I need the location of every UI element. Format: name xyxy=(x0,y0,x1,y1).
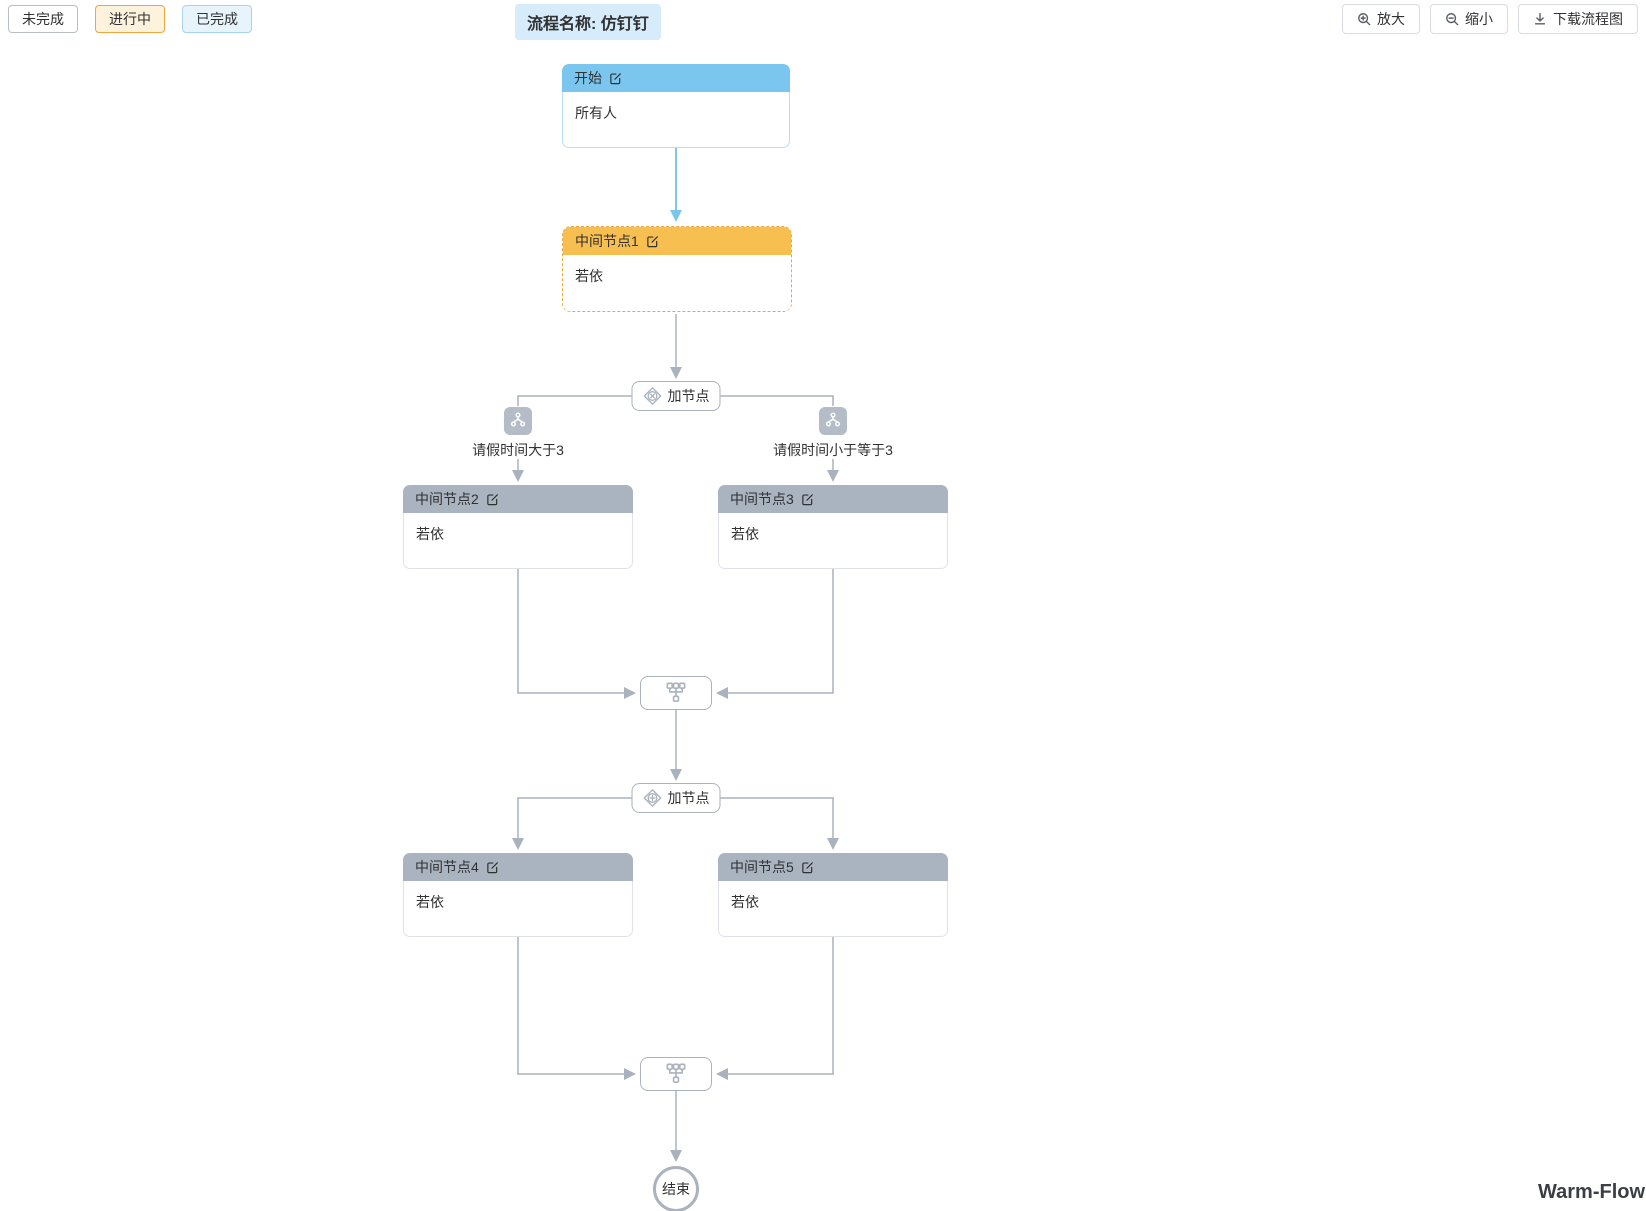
mid-node-3[interactable]: 中间节点3 若依 xyxy=(718,485,948,569)
edit-icon[interactable] xyxy=(801,861,814,874)
mid-node-1-assignee: 若依 xyxy=(563,255,791,311)
mid-node-4-assignee: 若依 xyxy=(403,881,633,937)
mid-node-4-title: 中间节点4 xyxy=(415,859,479,875)
mid-node-5-title: 中间节点5 xyxy=(730,859,794,875)
condition-branch-right-label: 请假时间小于等于3 xyxy=(773,442,893,458)
zoom-in-button[interactable]: 放大 xyxy=(1342,4,1420,34)
legend-in-progress-button[interactable]: 进行中 xyxy=(95,5,165,33)
mid-node-5-header: 中间节点5 xyxy=(718,853,948,881)
exclusive-gateway-icon xyxy=(643,387,662,405)
edit-icon[interactable] xyxy=(646,235,659,248)
merge-node-2 xyxy=(640,1057,712,1091)
edit-icon[interactable] xyxy=(609,72,622,85)
mid-node-1-header: 中间节点1 xyxy=(563,227,791,255)
download-flowchart-button[interactable]: 下载流程图 xyxy=(1518,4,1638,34)
mid-node-2-header: 中间节点2 xyxy=(403,485,633,513)
mid-node-4[interactable]: 中间节点4 若依 xyxy=(403,853,633,937)
start-node-title: 开始 xyxy=(574,70,602,86)
flow-title: 流程名称: 仿钉钉 xyxy=(515,4,661,40)
mid-node-2-assignee: 若依 xyxy=(403,513,633,569)
edit-icon[interactable] xyxy=(486,493,499,506)
mid-node-2[interactable]: 中间节点2 若依 xyxy=(403,485,633,569)
zoom-out-button[interactable]: 缩小 xyxy=(1430,4,1508,34)
mid-node-2-title: 中间节点2 xyxy=(415,491,479,507)
merge-icon xyxy=(666,682,686,702)
merge-icon xyxy=(666,1063,686,1083)
add-node-gateway-exclusive[interactable]: 加节点 xyxy=(631,381,721,411)
mid-node-5[interactable]: 中间节点5 若依 xyxy=(718,853,948,937)
mid-node-1[interactable]: 中间节点1 若依 xyxy=(562,226,792,312)
end-node[interactable]: 结束 xyxy=(653,1166,699,1211)
start-node-assignee: 所有人 xyxy=(562,92,790,148)
add-node-label: 加节点 xyxy=(667,388,710,404)
download-label: 下载流程图 xyxy=(1553,11,1623,27)
condition-branch-left-label: 请假时间大于3 xyxy=(472,442,564,458)
sitemap-icon xyxy=(510,412,526,427)
legend-pending-button[interactable]: 未完成 xyxy=(8,5,78,33)
sitemap-icon xyxy=(825,412,841,427)
mid-node-3-header: 中间节点3 xyxy=(718,485,948,513)
edit-icon[interactable] xyxy=(801,493,814,506)
mid-node-5-assignee: 若依 xyxy=(718,881,948,937)
start-node-header: 开始 xyxy=(562,64,790,92)
start-node[interactable]: 开始 所有人 xyxy=(562,64,790,148)
add-node-label: 加节点 xyxy=(667,790,710,806)
condition-branch-right-icon[interactable] xyxy=(819,407,847,435)
mid-node-3-title: 中间节点3 xyxy=(730,491,794,507)
mid-node-4-header: 中间节点4 xyxy=(403,853,633,881)
zoom-in-label: 放大 xyxy=(1377,11,1405,27)
zoom-out-icon xyxy=(1446,13,1459,26)
toolbar: 放大 缩小 下载流程图 xyxy=(1342,4,1638,34)
zoom-in-icon xyxy=(1358,13,1371,26)
brand-watermark: Warm-Flow xyxy=(1538,1181,1646,1203)
merge-node-1 xyxy=(640,676,712,710)
condition-branch-left-icon[interactable] xyxy=(504,407,532,435)
status-legend: 未完成 进行中 已完成 xyxy=(8,5,252,33)
download-icon xyxy=(1534,13,1546,25)
mid-node-3-assignee: 若依 xyxy=(718,513,948,569)
mid-node-1-title: 中间节点1 xyxy=(575,233,639,249)
legend-completed-button[interactable]: 已完成 xyxy=(182,5,252,33)
edit-icon[interactable] xyxy=(486,861,499,874)
end-node-label: 结束 xyxy=(662,1181,690,1197)
parallel-gateway-icon xyxy=(643,789,662,807)
zoom-out-label: 缩小 xyxy=(1465,11,1493,27)
add-node-gateway-parallel[interactable]: 加节点 xyxy=(631,783,721,813)
